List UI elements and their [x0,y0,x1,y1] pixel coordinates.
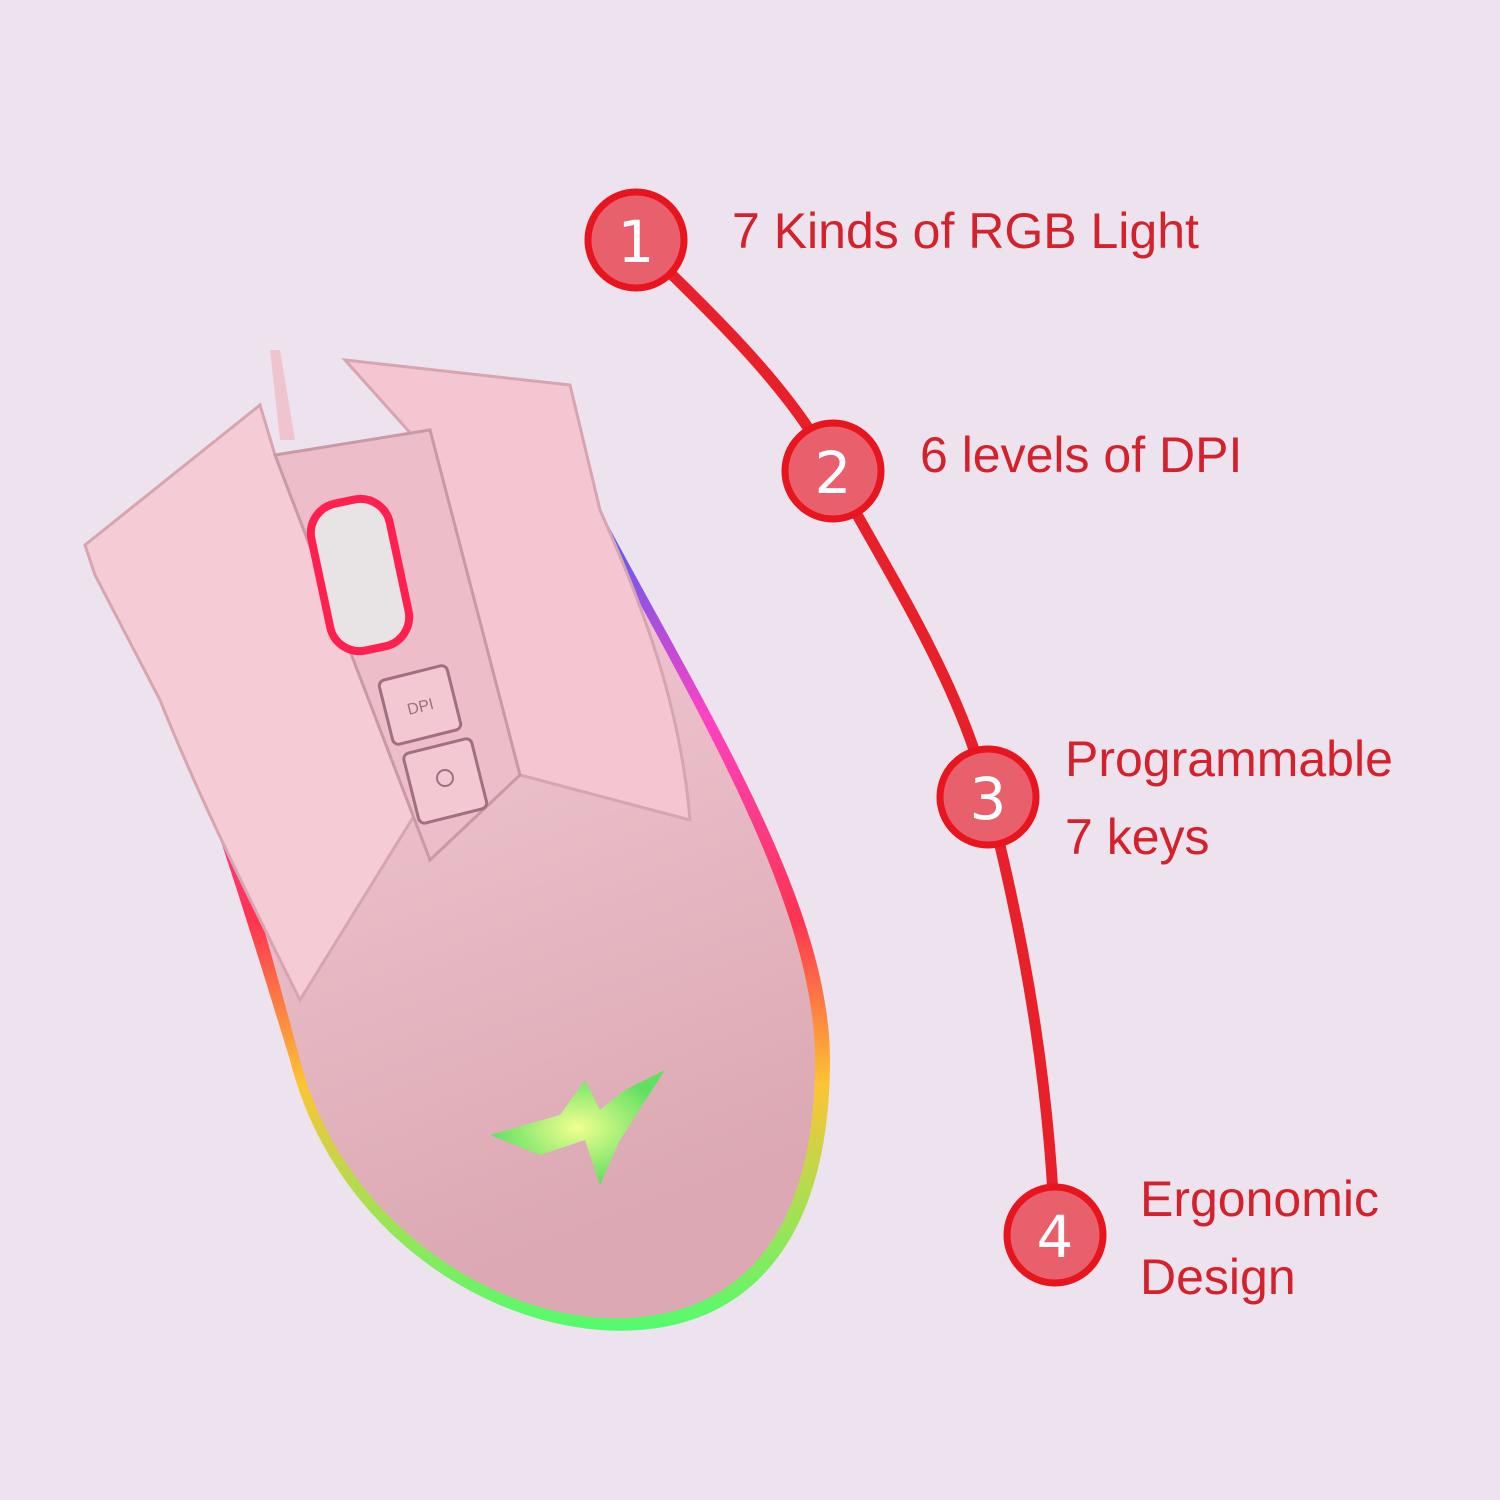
scroll-wheel [306,494,414,656]
feature-4-line-1: Ergonomic [1140,1171,1379,1227]
connector-line [632,236,1061,1236]
badge-1-number: 1 [618,208,655,276]
left-button [83,402,432,1004]
feature-3-line-1: Programmable [1065,731,1393,787]
feature-4-text: Ergonomic Design [1140,1160,1379,1316]
dpi-button-label: DPI [406,696,436,719]
feature-2-line: 6 levels of DPI [920,427,1243,483]
logo-icon [490,1070,665,1185]
feature-2-text: 6 levels of DPI [920,416,1242,494]
badge-1: 1 [584,188,688,292]
feature-1-line: 7 Kinds of RGB Light [732,203,1199,259]
mouse-cable [270,350,295,440]
feature-3-line-2: 7 keys [1065,809,1210,865]
badge-3-number: 3 [970,765,1007,833]
feature-4-line-2: Design [1140,1249,1296,1305]
badge-4: 4 [1003,1183,1107,1287]
badge-4-number: 4 [1037,1203,1074,1271]
mouse-image: DPI [83,350,830,1331]
dpi-button: DPI [377,664,463,746]
feature-1-text: 7 Kinds of RGB Light [732,192,1199,270]
badge-2-number: 2 [815,439,852,507]
badge-2: 2 [781,419,885,523]
right-button [341,358,692,822]
sun-icon [436,769,454,787]
feature-3-text: Programmable 7 keys [1065,720,1393,876]
light-button [402,737,489,825]
badge-3: 3 [936,745,1040,849]
